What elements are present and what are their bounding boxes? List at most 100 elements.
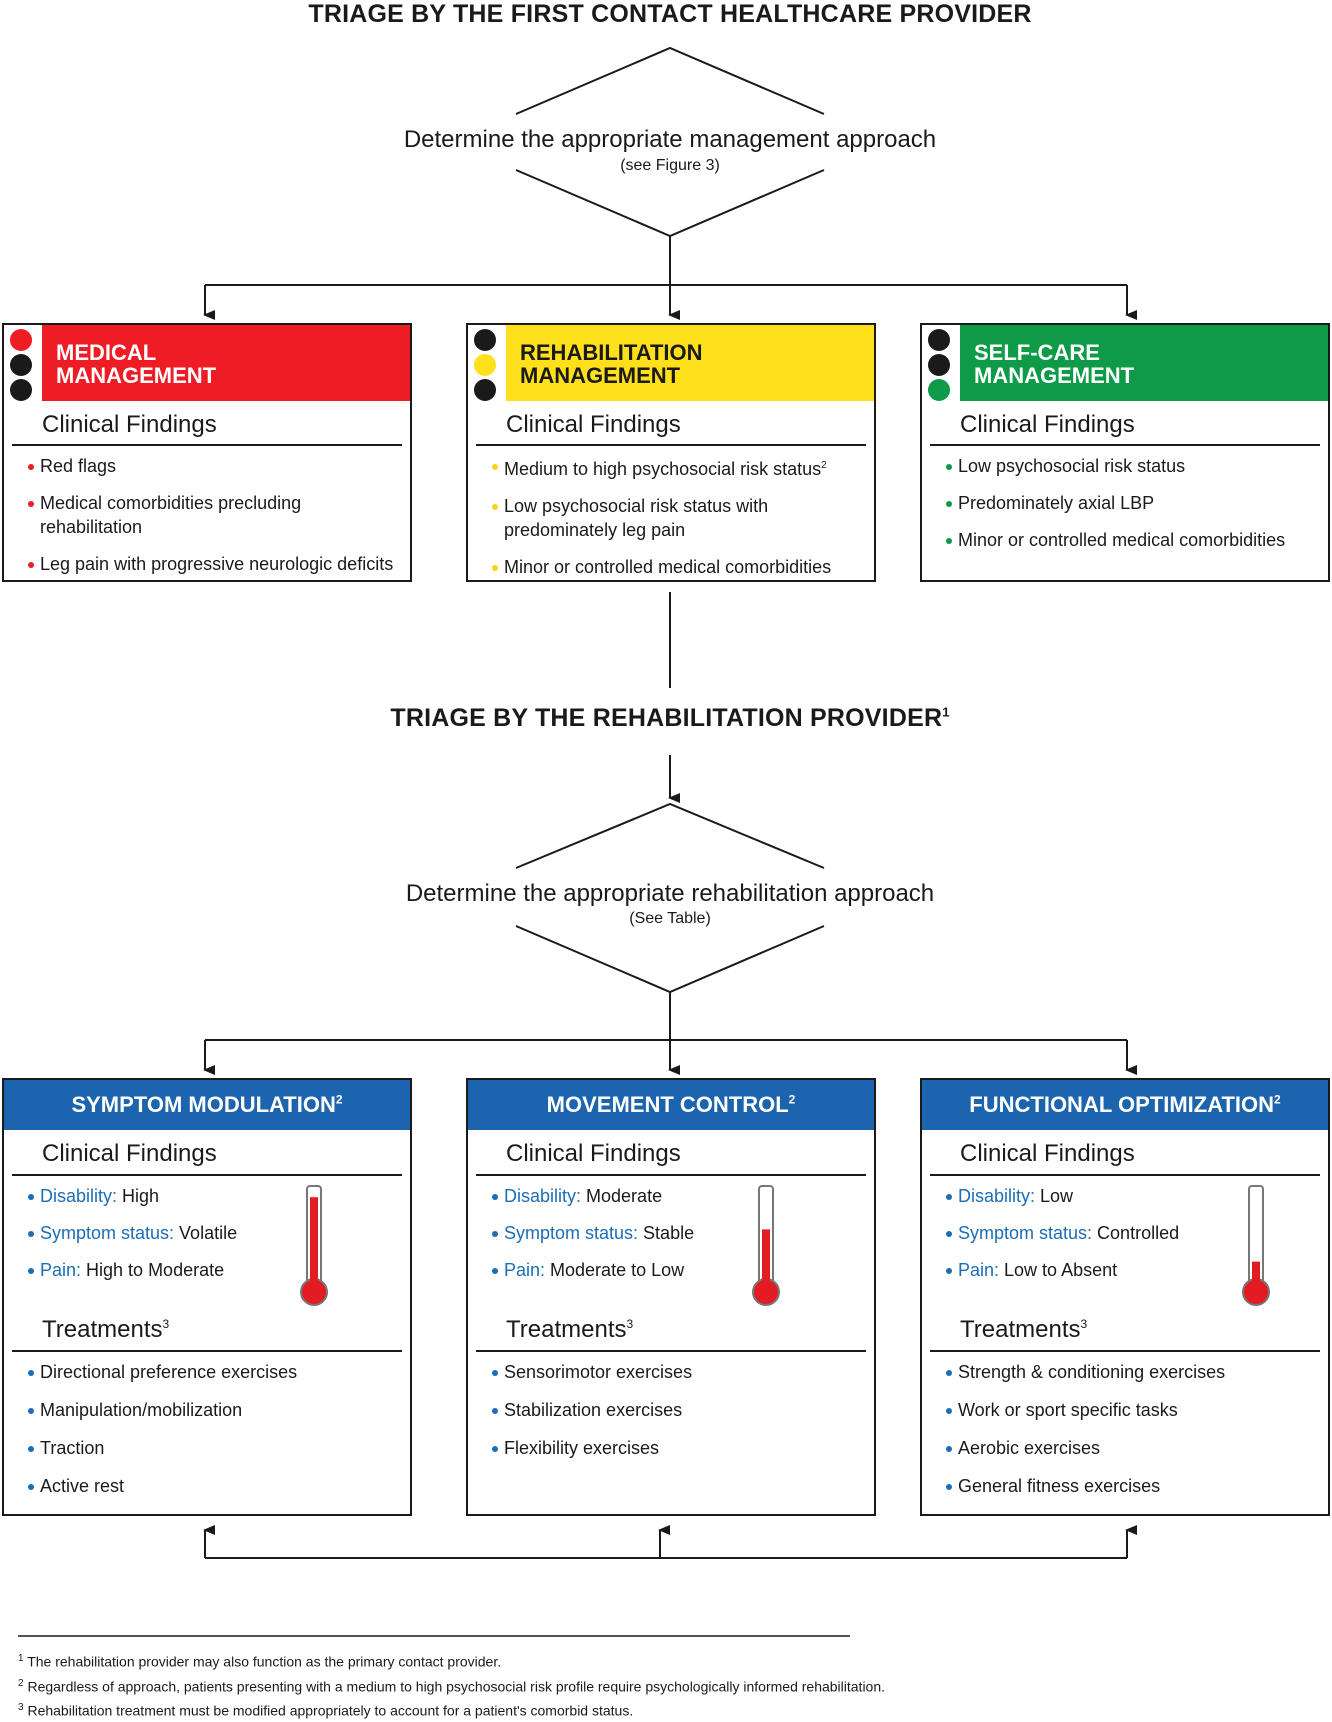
bullet-icon [492,504,498,510]
divider [12,1350,402,1352]
decision-diamond-top-2 [515,802,825,869]
traffic-light-icon [10,329,36,404]
divider [930,1174,1320,1176]
decision-1-text: Determine the appropriate management app… [403,126,937,153]
footnotes: 1 The rehabilitation provider may also f… [18,1648,885,1722]
approach-title: SYMPTOM MODULATION2 [71,1092,343,1117]
bullet-icon [946,501,952,507]
bullet-icon [946,1484,952,1490]
bullet-icon [492,1370,498,1376]
medical-management-box: MEDICAL MANAGEMENT Clinical Findings Red… [2,323,412,582]
decision-2-text: Determine the appropriate rehabilitation… [405,880,935,907]
list-item: Leg pain with progressive neurologic def… [26,552,402,576]
list-item: Minor or controlled medical comorbiditie… [944,528,1320,552]
bullet-icon [28,464,34,470]
bullet-icon [946,538,952,544]
traffic-light-icon [928,329,954,404]
list-item: Symptom status: Controlled [944,1221,1320,1245]
top-heading: TRIAGE BY THE FIRST CONTACT HEALTHCARE P… [308,0,1032,28]
list-item: Work or sport specific tasks [944,1398,1320,1422]
bullet-icon [492,1408,498,1414]
bullet-icon [946,1268,952,1274]
traffic-light-icon [474,329,500,404]
thermometer-icon [294,1184,334,1306]
clinical-findings-heading: Clinical Findings [960,1140,1135,1167]
divider [12,444,402,446]
divider [12,1174,402,1176]
clinical-findings-heading: Clinical Findings [506,1140,681,1167]
clinical-findings-heading: Clinical Findings [960,411,1135,438]
bullet-icon [28,1408,34,1414]
list-item: Strength & conditioning exercises [944,1360,1320,1384]
list-item: Pain: High to Moderate [26,1258,402,1282]
list-item: Manipulation/mobilization [26,1398,402,1422]
traffic-light-middle [928,354,950,376]
finding-value: Controlled [1092,1223,1180,1243]
finding-key: Disability: [958,1186,1036,1206]
traffic-light-top [10,329,32,351]
bullet-icon [28,501,34,507]
list-item: Active rest [26,1474,402,1498]
list-item: Low psychosocial risk status with predom… [490,494,866,542]
divider [476,1350,866,1352]
findings-list: Red flags Medical comorbidities precludi… [26,454,402,576]
list-item: Medical comorbidities precluding rehabil… [26,491,402,539]
list-item: General fitness exercises [944,1474,1320,1498]
box-header: SELF-CARE MANAGEMENT [960,325,1328,401]
bullet-icon [28,1370,34,1376]
bullet-icon [28,1194,34,1200]
finding-value: Stable [638,1223,695,1243]
bullet-icon [28,1268,34,1274]
finding-value: Moderate [581,1186,663,1206]
bullet-icon [492,565,498,571]
traffic-light-top [474,329,496,351]
finding-value: Moderate to Low [545,1260,685,1280]
decision-diamond-bottom [515,169,825,238]
list-item: Pain: Low to Absent [944,1258,1320,1282]
mid-heading-text: TRIAGE BY THE REHABILITATION PROVIDER [390,704,943,732]
finding-key: Disability: [504,1186,582,1206]
finding-value: Low [1035,1186,1074,1206]
treatments-heading: Treatments3 [42,1316,170,1343]
bullet-icon [946,1231,952,1237]
box-title: REHABILITATION MANAGEMENT [520,340,703,388]
clinical-findings-heading: Clinical Findings [42,1140,217,1167]
divider [930,1350,1320,1352]
finding-key: Symptom status: [958,1223,1093,1243]
approach-title: FUNCTIONAL OPTIMIZATION2 [969,1092,1281,1117]
divider [476,1174,866,1176]
finding-key: Pain: [40,1260,82,1280]
divider [930,444,1320,446]
traffic-light-middle [474,354,496,376]
approach-header: SYMPTOM MODULATION2 [4,1080,410,1130]
decision-1-subtext: (see Figure 3) [620,157,720,174]
list-item: Medium to high psychosocial risk status2 [490,454,866,481]
bullet-icon [492,1446,498,1452]
traffic-light-bottom [474,379,496,401]
traffic-light-bottom [10,379,32,401]
finding-value: High [117,1186,160,1206]
self-care-management-box: SELF-CARE MANAGEMENT Clinical Findings L… [920,323,1330,582]
list-item: Low psychosocial risk status [944,454,1320,478]
footnote-2: 2 Regardless of approach, patients prese… [18,1677,886,1695]
finding-key: Symptom status: [504,1223,639,1243]
list-item: Disability: High [26,1184,402,1208]
bullet-icon [28,1231,34,1237]
clinical-findings-heading: Clinical Findings [506,411,681,438]
approach-header: MOVEMENT CONTROL2 [468,1080,874,1130]
list-item: Symptom status: Volatile [26,1221,402,1245]
traffic-light-bottom [928,379,950,401]
decision-diamond-top [515,46,825,115]
approach-title: MOVEMENT CONTROL2 [546,1092,796,1117]
bullet-icon [946,464,952,470]
footnote-1: 1 The rehabilitation provider may also f… [18,1653,502,1670]
list-item: Red flags [26,454,402,478]
finding-value: Volatile [174,1223,238,1243]
bullet-icon [28,1446,34,1452]
